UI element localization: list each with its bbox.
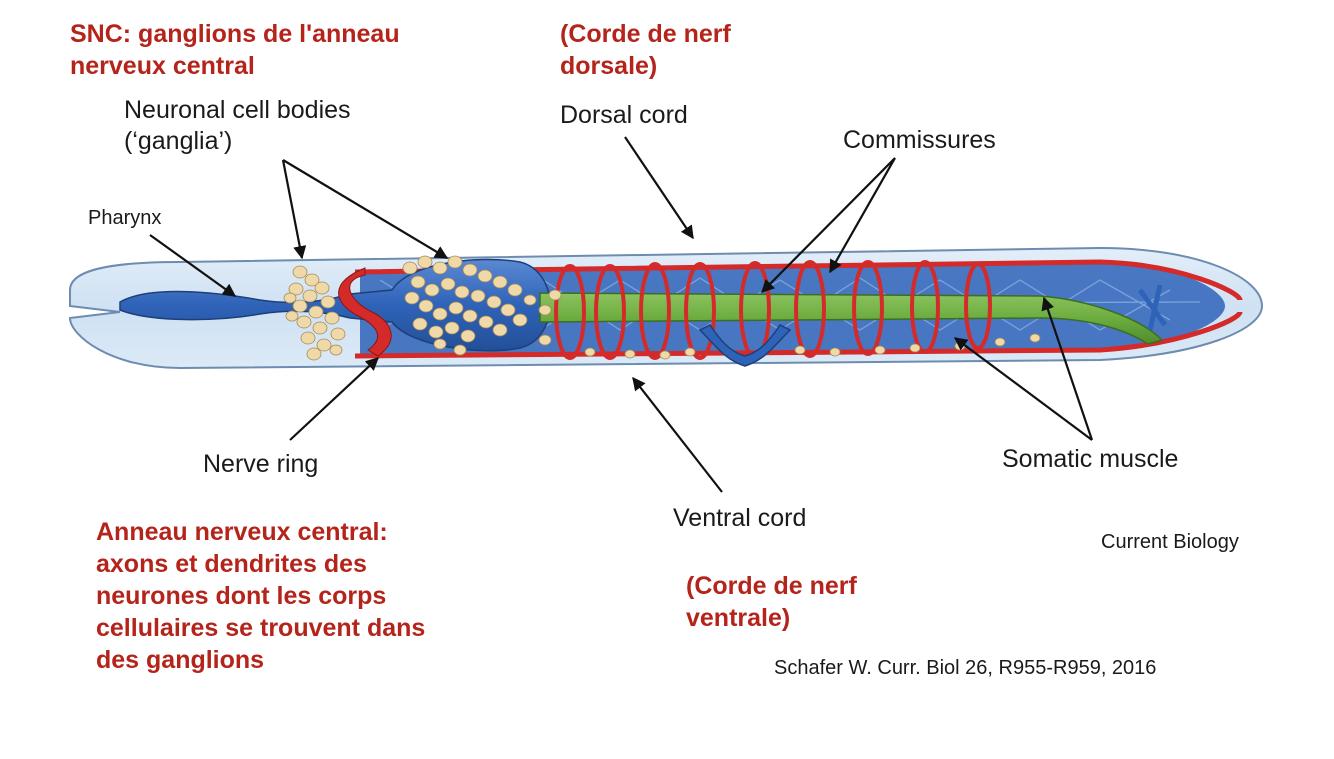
nerve-ring-label: Nerve ring xyxy=(203,450,319,478)
neuronal-cell-bodies-label: Neuronal cell bodies (‘ganglia’) xyxy=(124,95,351,156)
pointer-arrows xyxy=(149,136,1094,493)
arrow-commissure-2 xyxy=(829,157,896,274)
arrow-somatic-muscle-1 xyxy=(953,337,1093,441)
intestine xyxy=(539,292,1164,345)
ventral-cord-line xyxy=(354,310,1243,359)
snc-line-2: nerveux central xyxy=(70,52,255,80)
arrow-pharynx xyxy=(149,234,237,297)
arrow-commissure-1 xyxy=(761,157,896,293)
arrow-ganglia-left xyxy=(281,159,307,260)
corde-ventrale-annotation: (Corde de nerf ventrale) xyxy=(686,570,857,634)
anneau-line-1: Anneau nerveux central: xyxy=(96,518,388,546)
neuronal-line-1: Neuronal cell bodies xyxy=(124,96,351,124)
current-biology-label: Current Biology xyxy=(1101,531,1239,553)
tail-muscle xyxy=(1137,284,1168,331)
neuronal-line-2: (‘ganglia’) xyxy=(124,126,233,155)
nerve-ring-shape xyxy=(338,267,392,357)
arrow-nerve-ring xyxy=(289,357,379,441)
ventral-cord-label: Ventral cord xyxy=(673,504,807,532)
corde-dorsale-line-2: dorsale) xyxy=(560,52,658,80)
pharynx-label: Pharynx xyxy=(88,207,162,229)
dorsal-cord-line xyxy=(354,259,1243,302)
anneau-central-annotation: Anneau nerveux central: axons et dendrit… xyxy=(96,516,425,676)
commissures-coils xyxy=(554,260,992,360)
snc-annotation: SNC: ganglions de l'anneau nerveux centr… xyxy=(70,18,400,82)
anneau-line-4: cellulaires se trouvent dans xyxy=(96,614,426,642)
corde-dorsale-line-1: (Corde de nerf xyxy=(560,20,731,48)
somatic-muscle-cell xyxy=(698,324,792,367)
corde-ventrale-line-1: (Corde de nerf xyxy=(686,572,857,600)
somatic-muscle-label: Somatic muscle xyxy=(1002,445,1179,473)
arrow-somatic-muscle-2 xyxy=(1041,296,1094,441)
arrow-ganglia-right xyxy=(282,159,449,259)
corde-dorsale-annotation: (Corde de nerf dorsale) xyxy=(560,18,731,82)
anneau-line-3: neurones dont les corps xyxy=(96,582,387,610)
snc-line-1: SNC: ganglions de l'anneau xyxy=(70,20,400,48)
corde-ventrale-line-2: ventrale) xyxy=(686,604,791,632)
arrow-dorsal-cord xyxy=(624,136,694,240)
citation: Schafer W. Curr. Biol 26, R955-R959, 201… xyxy=(774,657,1157,679)
ganglia-cells xyxy=(283,255,1041,361)
anneau-line-2: axons et dendrites des xyxy=(96,550,367,578)
dorsal-cord-label: Dorsal cord xyxy=(560,101,688,129)
commissures-label: Commissures xyxy=(843,126,996,154)
arrow-ventral-cord xyxy=(632,376,723,493)
anneau-line-5: des ganglions xyxy=(96,646,265,674)
